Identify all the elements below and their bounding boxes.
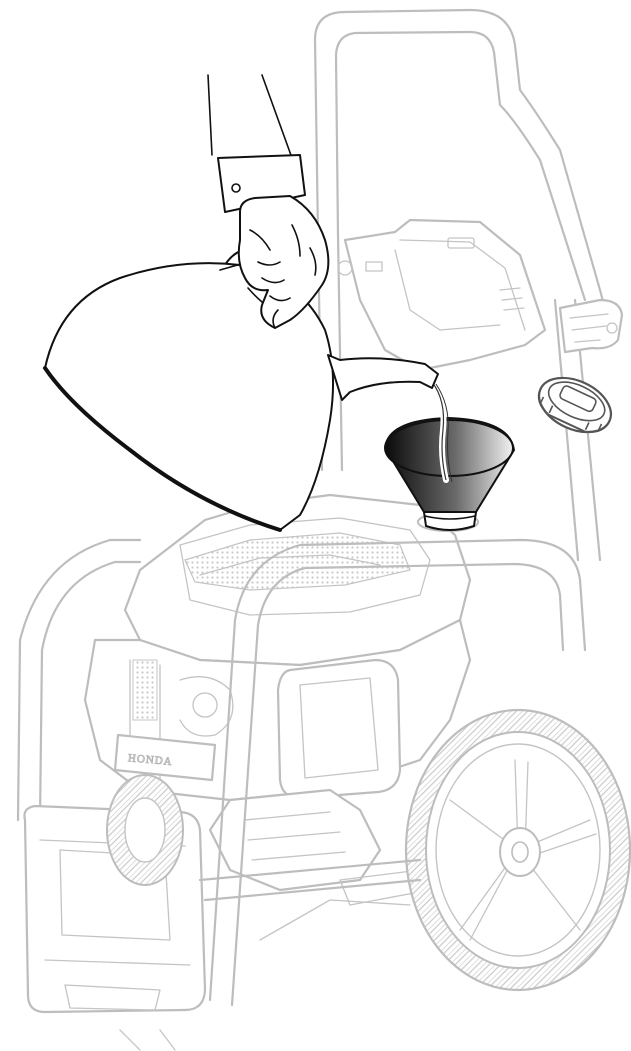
rear-wheel: [404, 708, 631, 992]
hand: [207, 74, 330, 329]
engine: HONDA: [83, 493, 479, 906]
brand-label: HONDA: [128, 752, 174, 768]
pressure-washer: HONDA: [16, 8, 631, 1051]
fuel-cap: [537, 376, 613, 434]
front-wheel: [106, 774, 184, 886]
handle-frame: [313, 8, 610, 322]
fuel-stream: [429, 379, 453, 483]
control-panel: [337, 218, 547, 372]
fuel-can: [43, 248, 439, 532]
gun-holder: [558, 298, 624, 354]
funnel: [383, 416, 516, 531]
